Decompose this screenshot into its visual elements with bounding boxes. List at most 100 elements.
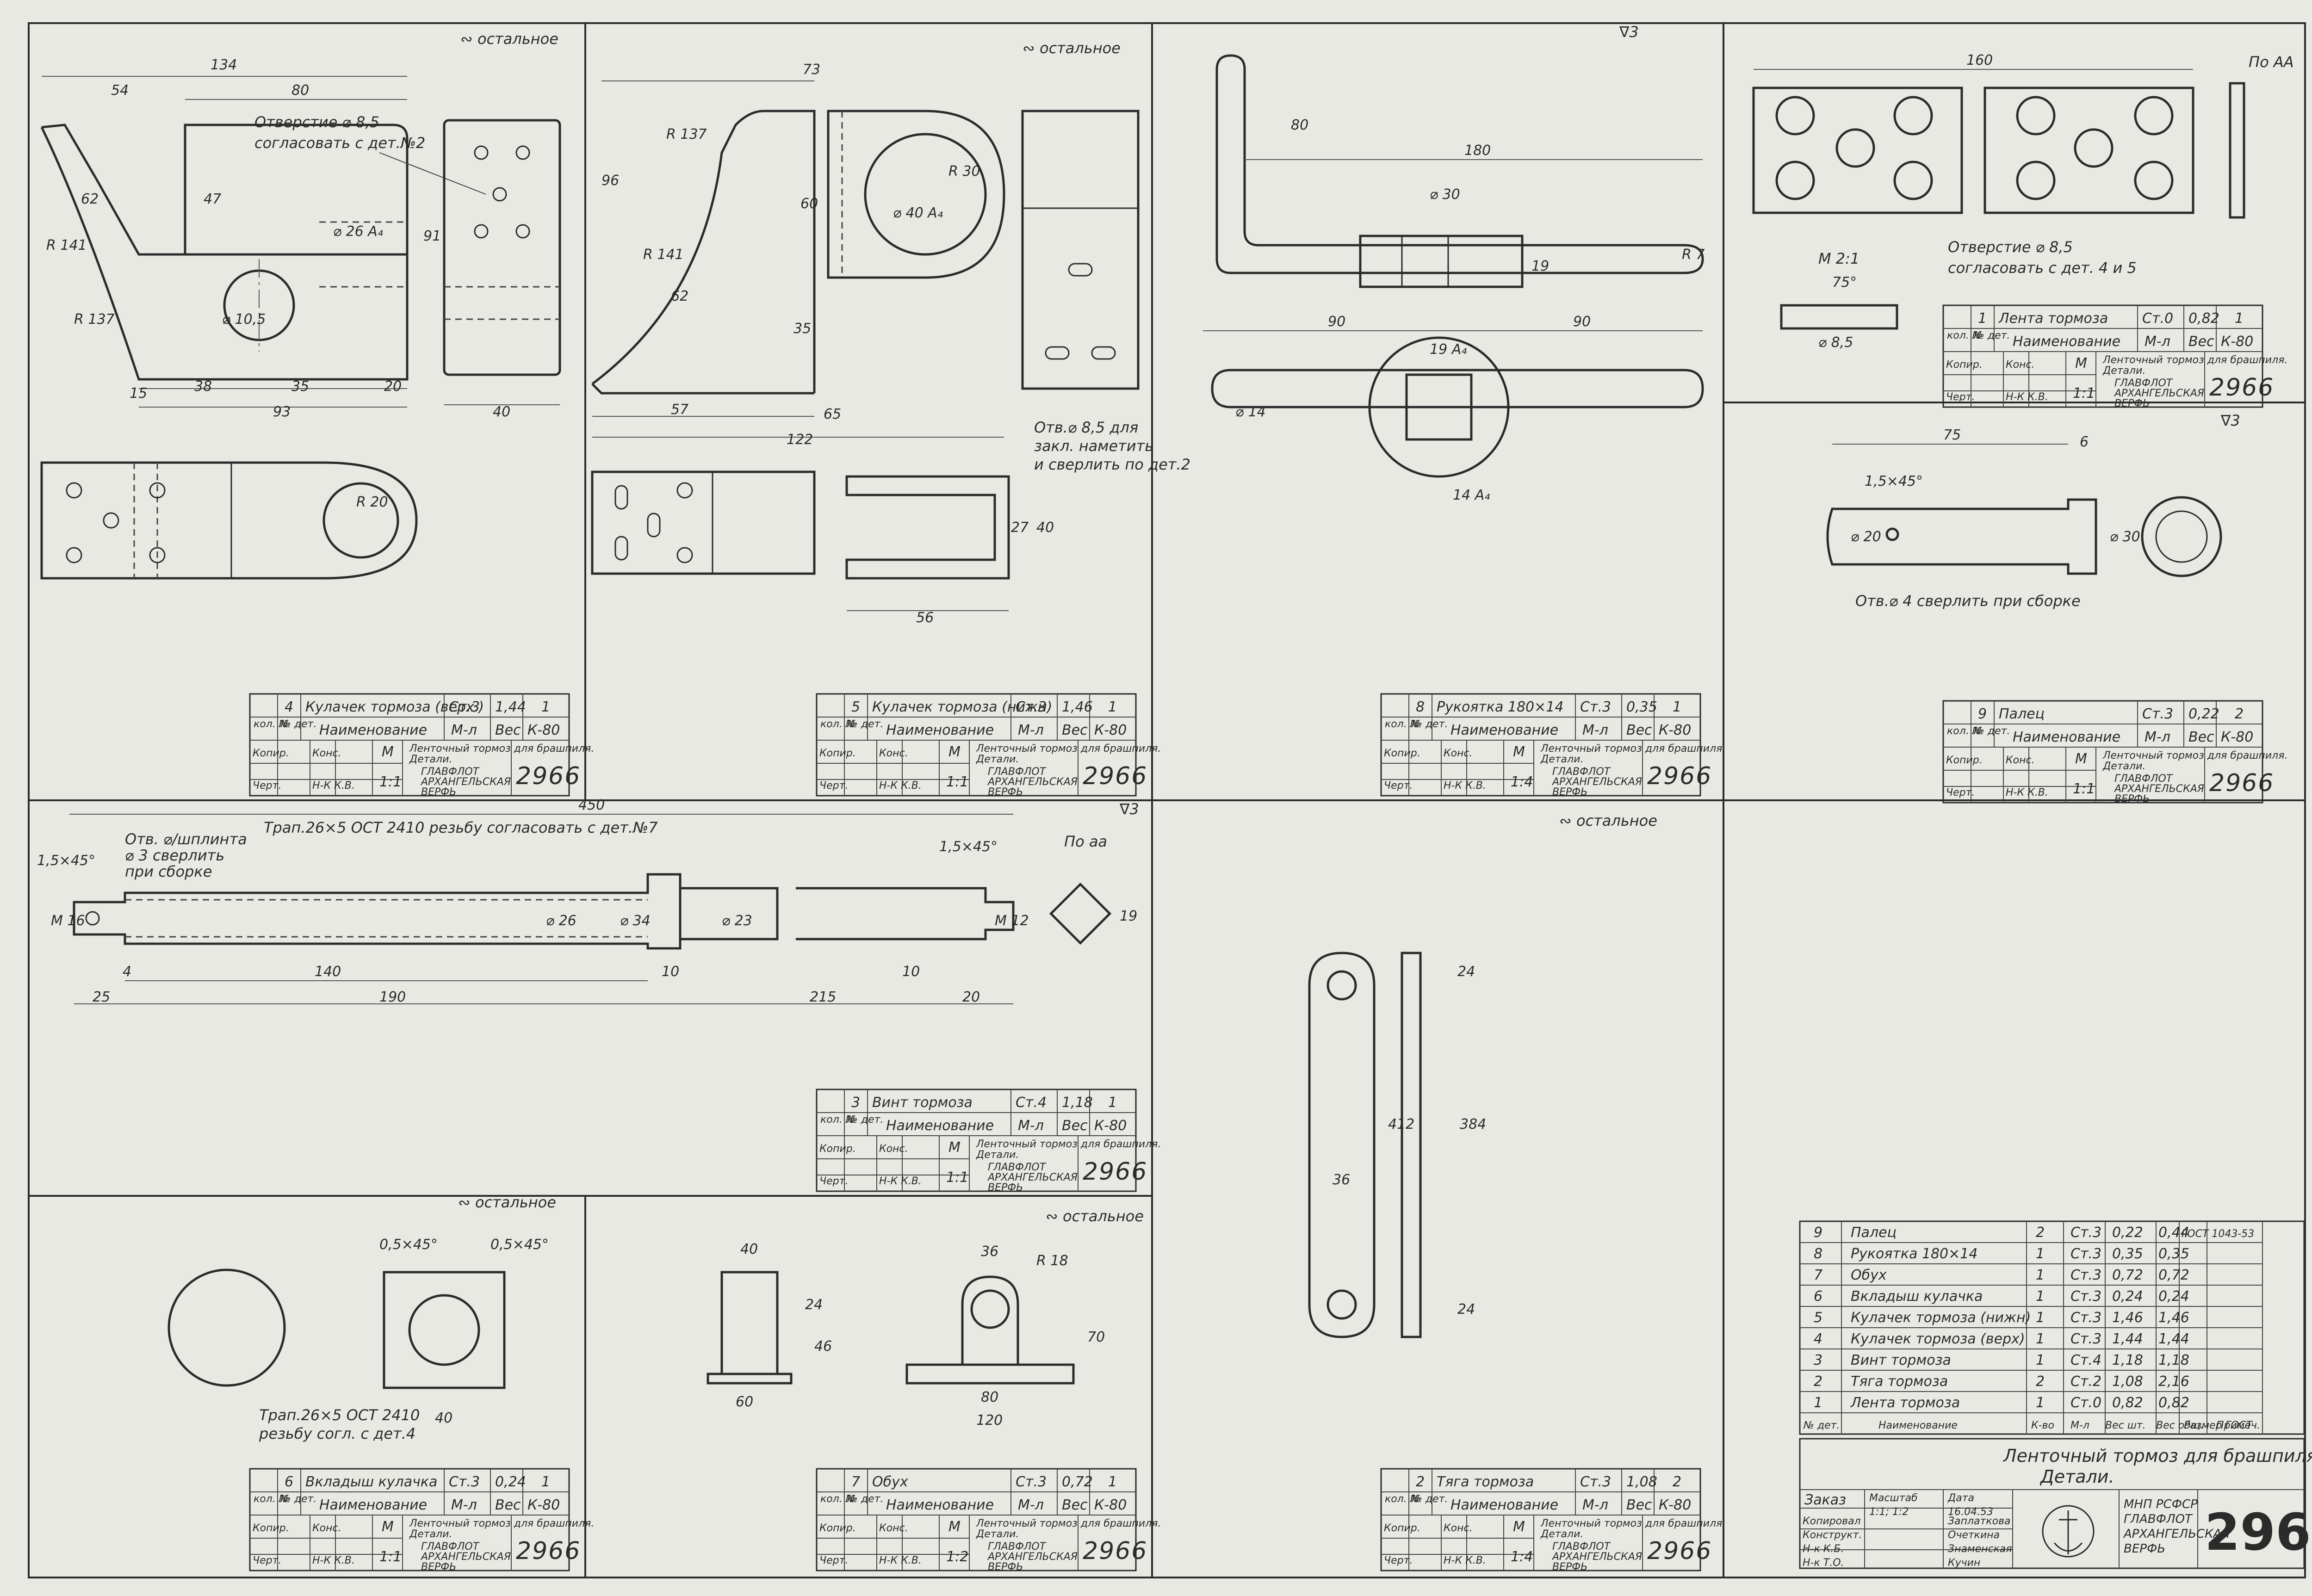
roughness-mark: ∇3 <box>1119 800 1139 818</box>
dim: M 16 <box>51 913 85 929</box>
hole <box>2134 161 2174 200</box>
tb-weight: 1,46 <box>1062 699 1093 715</box>
tb-qty: 1 <box>1108 699 1117 715</box>
bom-cell: 1 <box>2036 1288 2045 1305</box>
dim: 47 <box>204 191 221 207</box>
bom-cell: 1,44 <box>2112 1331 2143 1347</box>
dim: ⌀ 14 <box>1235 404 1266 420</box>
part-7-base <box>707 1373 793 1385</box>
tb-label-checked: Конс. <box>879 748 908 759</box>
tb-organization: ВЕРФЬ <box>988 786 1023 798</box>
tb-organization: ГЛАВФЛОТ <box>2114 377 2173 389</box>
hole <box>492 187 507 202</box>
dim: 25 <box>93 989 110 1005</box>
tb-drawing-number: 2966 <box>516 762 581 790</box>
hole <box>103 512 119 529</box>
tb-part-number: 9 <box>1978 706 1987 722</box>
tb-label-drawn: Черт. <box>819 1555 848 1566</box>
hole <box>1893 161 1933 200</box>
tb-assembly-title: Ленточный тормоз для брашпиля. <box>409 1518 594 1529</box>
bom-cell: Ст.3 <box>2070 1225 2101 1241</box>
tb-label-num: № дет. <box>280 1493 316 1505</box>
bom-cell: 1 <box>2036 1310 2045 1326</box>
main-tb-border <box>1799 1438 2305 1569</box>
tb-label-k80: К-80 <box>1094 722 1127 738</box>
note-line: Отв. ⌀/шплинта <box>125 830 247 848</box>
tb-label-copied: Копир. <box>819 748 856 759</box>
tb-material: Ст.3 <box>1580 1474 1611 1490</box>
dim: 1,5×45° <box>1865 473 1923 489</box>
tb-assembly-title: Ленточный тормоз для брашпиля. <box>1540 1518 1725 1529</box>
bom-cell: Рукоятка 180×14 <box>1851 1246 1977 1262</box>
tb-label-material: М-л <box>1582 1497 1608 1513</box>
tb-label-k80: К-80 <box>1094 1118 1127 1134</box>
tb-drawing-number: 2966 <box>1647 1537 1712 1565</box>
hole <box>474 224 489 239</box>
tb-organization: ВЕРФЬ <box>1552 786 1587 798</box>
dim: 36 <box>981 1243 998 1260</box>
tb-label-copied: Копир. <box>1946 359 1983 371</box>
dim: 70 <box>1087 1329 1105 1345</box>
dim: 140 <box>315 964 341 980</box>
bom-header: Вес общ. <box>2156 1420 2203 1431</box>
part-2-drawing: ∾ остальное 24 412 384 36 24 <box>1308 812 1657 1338</box>
dim: 57 <box>671 402 688 418</box>
dim: ⌀ 26 <box>546 913 576 929</box>
dim: 93 <box>273 404 291 420</box>
tb-qty: 2 <box>2235 706 2244 722</box>
tb-label-material: М-л <box>1018 1118 1044 1134</box>
tb-label-qty: кол. № <box>820 718 856 730</box>
tb-drawing-number: 2966 <box>1083 1537 1147 1565</box>
slot <box>1091 346 1116 360</box>
main-tb-name: Очеткина <box>1948 1529 2000 1541</box>
tb-label-material: М-л <box>1018 1497 1044 1513</box>
note-line: Отверстие ⌀ 8,5 <box>1948 238 2073 256</box>
tb-weight: 1,44 <box>495 699 526 715</box>
tb-assembly-title: Детали. <box>976 1149 1019 1161</box>
part-8-handle <box>1215 54 1704 274</box>
bom-header: № дет. <box>1803 1420 1840 1431</box>
tb-weight: 0,82 <box>2188 310 2219 327</box>
tb-weight: 0,22 <box>2188 706 2219 722</box>
tb-label-drawn: Черт. <box>1946 787 1975 798</box>
dim: 10 <box>902 964 920 980</box>
part-6-drawing: ∾ остальное 0,5×45° 0,5×45° 40 Трап.26×5… <box>167 1194 556 1442</box>
tb-assembly-title: Детали. <box>976 1528 1019 1540</box>
tb-label-weight: Вес <box>2188 729 2214 745</box>
dim: 36 <box>1333 1172 1350 1188</box>
dim: ⌀ 20 <box>1851 529 1881 545</box>
bom-cell: 8 <box>1814 1246 1822 1262</box>
tb-border <box>1942 700 2263 804</box>
tb-assembly-title: Детали. <box>2102 365 2145 377</box>
tb-assembly-title: Ленточный тормоз для брашпиля. <box>1540 743 1725 755</box>
tb-organization: АРХАНГЕЛЬСКАЯ <box>987 776 1078 788</box>
tb-label-k80: К-80 <box>1659 722 1691 738</box>
bom-cell: 2 <box>2036 1225 2045 1241</box>
tb-label-norm: Н-К К.В. <box>2006 391 2048 403</box>
tb-border <box>816 1089 1137 1192</box>
tb-organization: АРХАНГЕЛЬСКАЯ <box>2114 783 2204 795</box>
part-3-drawing: ∇3 450 Трап.26×5 ОСТ 2410 резьбу согласо… <box>37 797 1139 1005</box>
part-3-body <box>73 873 682 950</box>
part-5-eye-view <box>827 110 1005 279</box>
tb-label-drawn: Черт. <box>1946 391 1975 403</box>
dim: 0,5×45° <box>379 1237 438 1253</box>
part-5-profile <box>591 110 816 393</box>
dim: 35 <box>291 378 309 395</box>
hole <box>149 547 166 563</box>
tb-label-name: Наименование <box>886 1497 994 1513</box>
tb-label-norm: Н-К К.В. <box>879 780 922 792</box>
tb-scale-label: М <box>948 744 961 760</box>
tb-label-drawn: Черт. <box>1384 1555 1413 1566</box>
part-4-profile <box>41 124 409 256</box>
dim: 60 <box>736 1394 753 1410</box>
dim: 122 <box>787 432 813 448</box>
dim: ⌀ 34 <box>620 913 651 929</box>
tb-label-norm: Н-К К.В. <box>2006 787 2048 798</box>
part-1-detail <box>1780 304 1898 330</box>
tb-organization: ГЛАВФЛОТ <box>988 1541 1047 1553</box>
dim: 40 <box>435 1410 452 1426</box>
tb-organization: АРХАНГЕЛЬСКАЯ <box>1551 1551 1642 1563</box>
tb-material: Ст.3 <box>449 1474 480 1490</box>
